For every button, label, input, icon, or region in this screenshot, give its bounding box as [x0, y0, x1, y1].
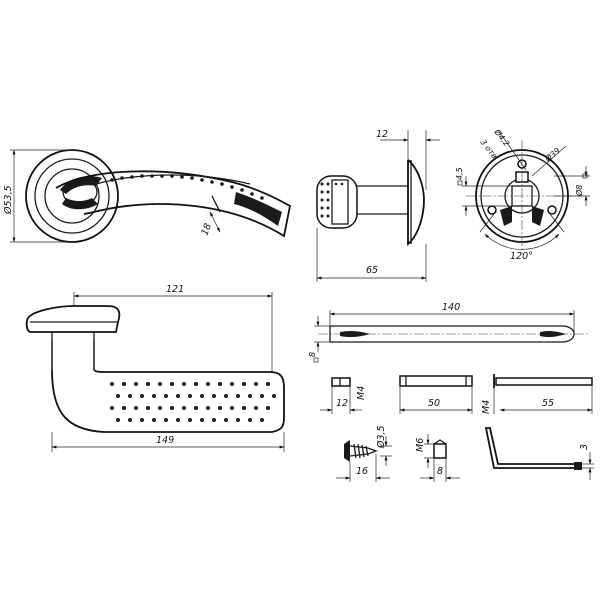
rosette-diameter-label: Ø53,5: [3, 185, 14, 215]
top-view-dot-grid: [110, 382, 276, 422]
rosette-thickness-label: 12: [376, 129, 388, 140]
thread-c-label: M6: [415, 438, 426, 452]
holes-count-label: 3 отв.: [478, 138, 500, 163]
spindle-part: 140 8: [308, 302, 590, 363]
lever-dot-row: [110, 174, 264, 200]
wood-screw-diameter-label: Ø3,5: [376, 425, 387, 449]
square-offset-label: 4,5: [455, 167, 464, 180]
spindle-square-label: 8: [308, 352, 317, 357]
screw-sleeve-part: 12 M4: [320, 377, 367, 414]
wood-screw-part: Ø3,5 16: [336, 425, 392, 482]
tie-rod-length-label: 50: [428, 398, 440, 409]
fixing-bolt-part: 55 M4: [481, 374, 593, 414]
hole-diameter-label: Ø4,2: [492, 126, 512, 148]
angle-label: 120°: [510, 251, 533, 262]
projection-label: 65: [366, 265, 378, 276]
spindle-length-label: 140: [442, 302, 460, 313]
screw-sleeve-length-label: 12: [336, 398, 348, 409]
fixing-bolt-length-label: 55: [542, 398, 554, 409]
side-view: 12 65: [316, 129, 440, 282]
rosette-back-view: 120° 3 отв. Ø4,2 Ø39 4,5 Ø8: [455, 126, 590, 262]
hex-key-size-label: 3: [579, 444, 590, 450]
side-dot-grid: [320, 182, 344, 218]
tie-rod-part: 50: [399, 375, 473, 414]
overall-length-label: 149: [156, 435, 174, 446]
hex-key-part: 3: [484, 427, 594, 480]
thread-a-label: M4: [356, 386, 367, 400]
top-view: 121 149: [25, 284, 285, 452]
grub-screw-length-label: 8: [437, 466, 443, 477]
spindle-offset-label: 121: [166, 284, 184, 295]
grub-screw-part: M6 8: [415, 434, 460, 482]
outer-diameter-label: Ø8: [574, 185, 584, 197]
wood-screw-length-label: 16: [356, 466, 368, 477]
front-view: Ø53,5 18: [3, 149, 292, 243]
lever-width-label: 18: [199, 222, 213, 237]
thread-b-label: M4: [481, 400, 492, 414]
